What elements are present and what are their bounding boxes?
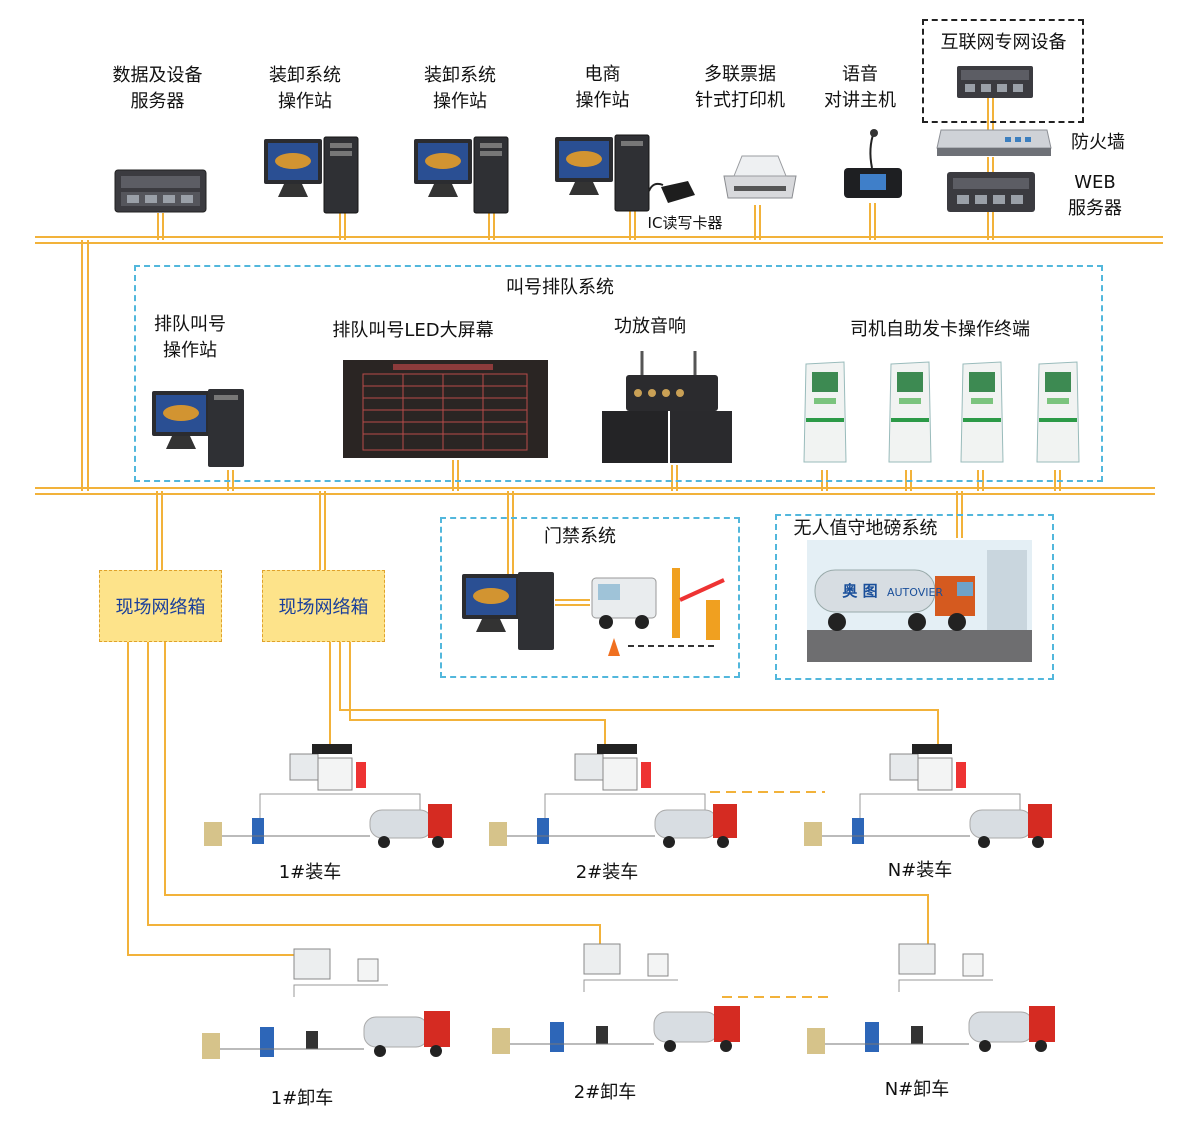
firewall-icon xyxy=(936,129,1052,156)
workstation-icon xyxy=(264,136,359,214)
self-service-kiosk-icon xyxy=(960,361,1004,463)
workstation-icon xyxy=(462,572,554,650)
web-server-label: WEB 服务器 xyxy=(1068,172,1122,219)
workstation-icon xyxy=(414,136,509,214)
unloading-station-icon xyxy=(492,943,740,1054)
dot-matrix-printer-icon xyxy=(723,155,797,199)
workstation-icon xyxy=(152,389,244,467)
amplifier-speaker-icon xyxy=(602,351,732,463)
internet-device-group xyxy=(922,19,1084,123)
intercom-host-icon xyxy=(844,129,902,198)
unloading-station-1-label: 1#卸车 xyxy=(270,1088,334,1109)
unloading-station-n-label: N#卸车 xyxy=(884,1079,950,1100)
internet-device-label: 互联网专网设备 xyxy=(940,32,1067,53)
amplifier-label: 功放音响 xyxy=(614,316,686,337)
weighbridge-scene-icon xyxy=(807,540,1032,662)
loading-station-icon xyxy=(204,744,452,848)
kiosk-terminal-label: 司机自助发卡操作终端 xyxy=(850,319,1030,340)
unloading-station-2-label: 2#卸车 xyxy=(573,1082,637,1103)
weighbridge-system-group xyxy=(775,514,1054,680)
led-screen-label: 排队叫号LED大屏幕 xyxy=(332,320,494,341)
loading-station-2-label: 2#装车 xyxy=(575,862,639,883)
access-system-label: 门禁系统 xyxy=(544,526,616,547)
access-system-group xyxy=(440,517,740,678)
loading-station-n-label: N#装车 xyxy=(887,860,953,881)
printer-label: 多联票据 针式打印机 xyxy=(695,64,785,111)
self-service-kiosk-icon xyxy=(888,361,932,463)
intercom-label: 语音 对讲主机 xyxy=(824,64,896,111)
web-server-icon xyxy=(947,172,1035,212)
self-service-kiosk-icon xyxy=(1036,361,1080,463)
loading-station-1-label: 1#装车 xyxy=(278,862,342,883)
ecommerce-station-label: 电商 操作站 xyxy=(575,64,630,111)
firewall-label: 防火墙 xyxy=(1071,132,1125,153)
network-server-icon xyxy=(957,66,1033,98)
queue-system-group xyxy=(134,265,1103,482)
led-screen-icon xyxy=(343,360,548,458)
self-service-kiosk-icon xyxy=(803,361,847,463)
ic-reader-label: IC读写卡器 xyxy=(647,214,723,232)
data-server-label: 数据及设备 服务器 xyxy=(112,65,203,112)
queue-system-title: 叫号排队系统 xyxy=(506,277,614,298)
field-network-box-2: 现场网络箱 xyxy=(262,570,385,642)
weighbridge-brand-text: 奥 图 xyxy=(842,582,878,600)
loading-station-icon xyxy=(489,744,737,848)
loading-station-icon xyxy=(804,744,1052,848)
ecommerce-workstation-icon xyxy=(555,134,695,212)
weighbridge-brand-en-text: AUTOVIER xyxy=(886,586,944,599)
load-station-1-label: 装卸系统 操作站 xyxy=(269,65,341,112)
weighbridge-label: 无人值守地磅系统 xyxy=(793,518,938,539)
barrier-gate-icon xyxy=(591,568,725,656)
unloading-station-icon xyxy=(202,948,450,1059)
load-station-2-label: 装卸系统 操作站 xyxy=(424,65,496,112)
field-network-box-1: 现场网络箱 xyxy=(99,570,222,642)
queue-station-label: 排队叫号 操作站 xyxy=(154,314,226,361)
rack-server-icon xyxy=(114,169,207,213)
unloading-station-icon xyxy=(807,943,1055,1054)
